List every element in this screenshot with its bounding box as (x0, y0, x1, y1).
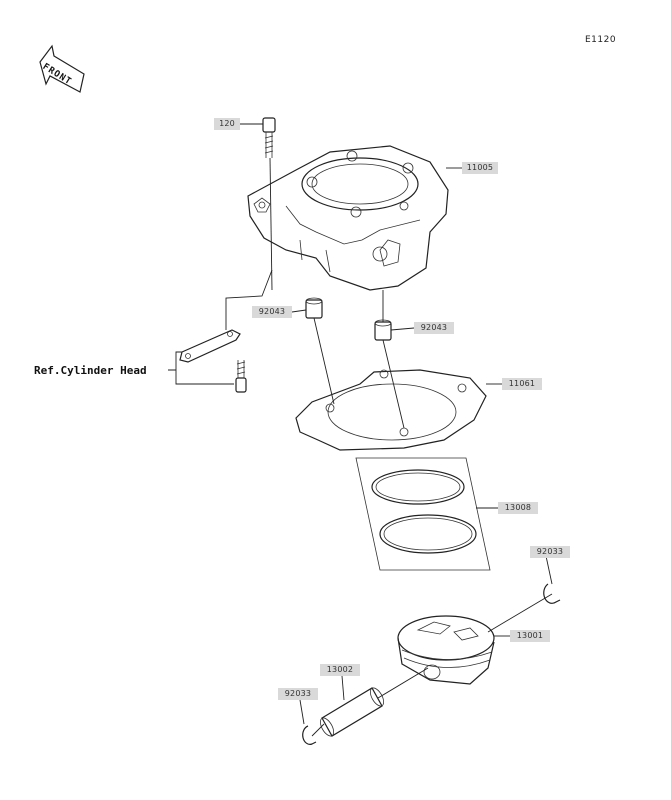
piston-pin-circlip-right (543, 583, 561, 604)
ref-bracket-line (168, 351, 234, 385)
callout-ring-set[interactable]: 13008 (498, 502, 538, 514)
dowel-right-leader (382, 290, 405, 429)
bolt-leader-line (269, 157, 273, 291)
callout-piston-pin[interactable]: 13002 (320, 664, 360, 676)
callout-piston[interactable]: 13001 (510, 630, 550, 642)
leader-92033-right (545, 555, 553, 585)
dowel-left-leader (313, 317, 335, 405)
callout-dowel-left[interactable]: 92043 (252, 306, 292, 318)
piston-pin-circlip-left (302, 725, 317, 745)
piston (397, 615, 495, 685)
callout-gasket[interactable]: 11061 (502, 378, 542, 390)
leader-92033-left (299, 699, 305, 725)
diagram-code: E1120 (585, 35, 617, 45)
piston-pin (319, 687, 385, 737)
dowel-pin-right (374, 319, 392, 341)
cylinder-block (247, 145, 449, 291)
callout-circlip-right[interactable]: 92033 (530, 546, 570, 558)
leader-13002 (341, 675, 345, 701)
cam-chain-guide (179, 329, 241, 363)
front-arrow-icon (39, 44, 85, 93)
circlip-left-leader (311, 723, 325, 737)
guide-bolt (235, 360, 247, 393)
pin-leader-line (377, 667, 429, 699)
guide-leader-line (225, 269, 273, 330)
circlip-right-leader (487, 593, 553, 633)
cylinder-bolt (262, 117, 276, 158)
callout-dowel-right[interactable]: 92043 (414, 322, 454, 334)
piston-ring-set (355, 457, 491, 571)
callout-bolt[interactable]: 120 (214, 118, 240, 130)
cylinder-base-gasket (295, 369, 487, 451)
dowel-pin-left (305, 297, 323, 319)
callout-cylinder[interactable]: 11005 (462, 162, 498, 174)
leader-92043-left (291, 309, 307, 313)
callout-circlip-left[interactable]: 92033 (278, 688, 318, 700)
leader-92043-right (390, 327, 415, 331)
ref-cylinder-head-label: Ref.Cylinder Head (34, 364, 147, 377)
